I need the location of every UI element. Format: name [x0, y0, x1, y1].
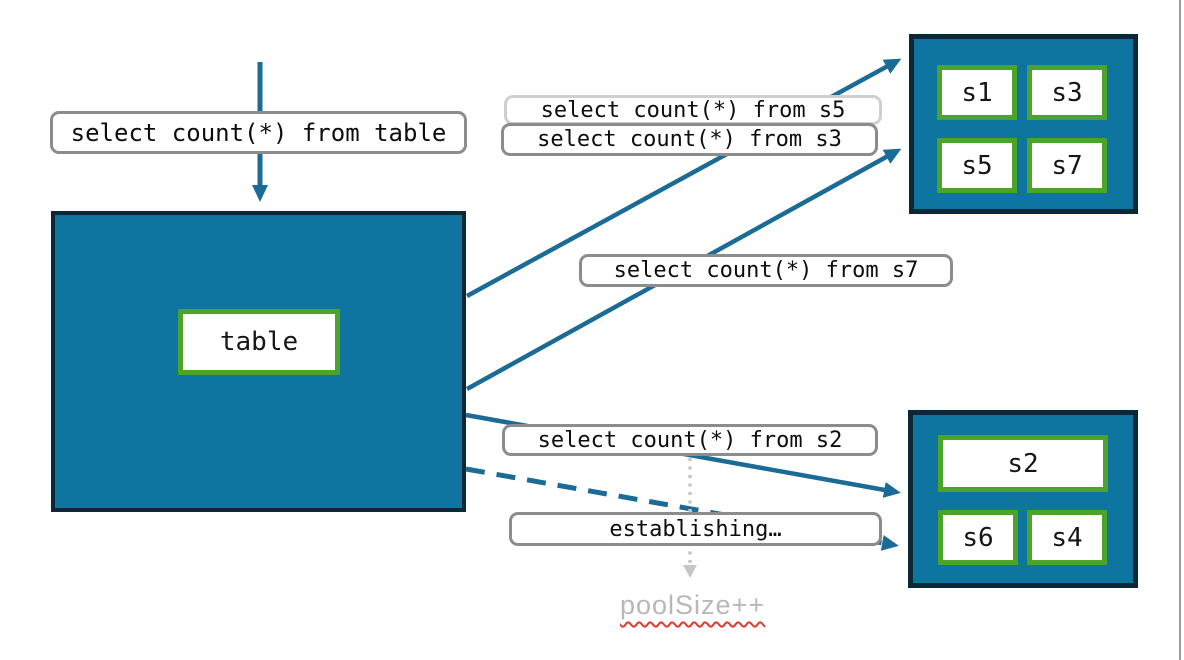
query-label-s7: select count(*) from s7 [579, 254, 953, 287]
shard-label: s5 [961, 150, 993, 181]
shard-label: s7 [1051, 150, 1083, 181]
query-label-s7-text: select count(*) from s7 [613, 258, 919, 283]
shard-node-s6: s6 [938, 510, 1018, 565]
shard-node-s5: s5 [937, 138, 1017, 193]
shard-group-top: s1 s3 s5 s7 [909, 34, 1138, 214]
shard-label: s3 [1051, 77, 1083, 108]
shard-node-s4: s4 [1027, 510, 1107, 565]
shard-group-bottom: s2 s6 s4 [908, 410, 1138, 588]
table-node-label: table [219, 327, 299, 357]
query-label-s5: select count(*) from s5 [504, 95, 882, 125]
shard-label: s2 [1007, 448, 1039, 479]
establishing-label: establishing… [509, 512, 882, 546]
slide-right-edge [1179, 0, 1181, 660]
query-label-table: select count(*) from table [50, 111, 467, 154]
table-container-box: table [51, 211, 466, 512]
poolsize-text: poolSize++ [620, 590, 766, 620]
shard-node-s7: s7 [1027, 138, 1107, 193]
arrow-table-to-bottom-group-dashed [465, 466, 899, 551]
shard-node-s2: s2 [938, 435, 1108, 492]
shard-label: s1 [961, 77, 993, 108]
shard-label: s6 [962, 522, 994, 553]
shard-node-s3: s3 [1027, 65, 1107, 120]
shard-label: s4 [1051, 522, 1083, 553]
query-label-s2: select count(*) from s2 [502, 424, 878, 456]
establishing-label-text: establishing… [609, 516, 782, 542]
table-node: table [178, 309, 340, 375]
query-label-table-text: select count(*) from table [70, 118, 447, 147]
query-label-s3-text: select count(*) from s3 [537, 127, 842, 152]
query-label-s2-text: select count(*) from s2 [537, 427, 843, 453]
query-label-s5-text: select count(*) from s5 [540, 97, 846, 123]
shard-node-s1: s1 [937, 65, 1017, 120]
poolsize-annotation: poolSize++ [620, 590, 765, 621]
query-label-s3: select count(*) from s3 [501, 123, 878, 156]
